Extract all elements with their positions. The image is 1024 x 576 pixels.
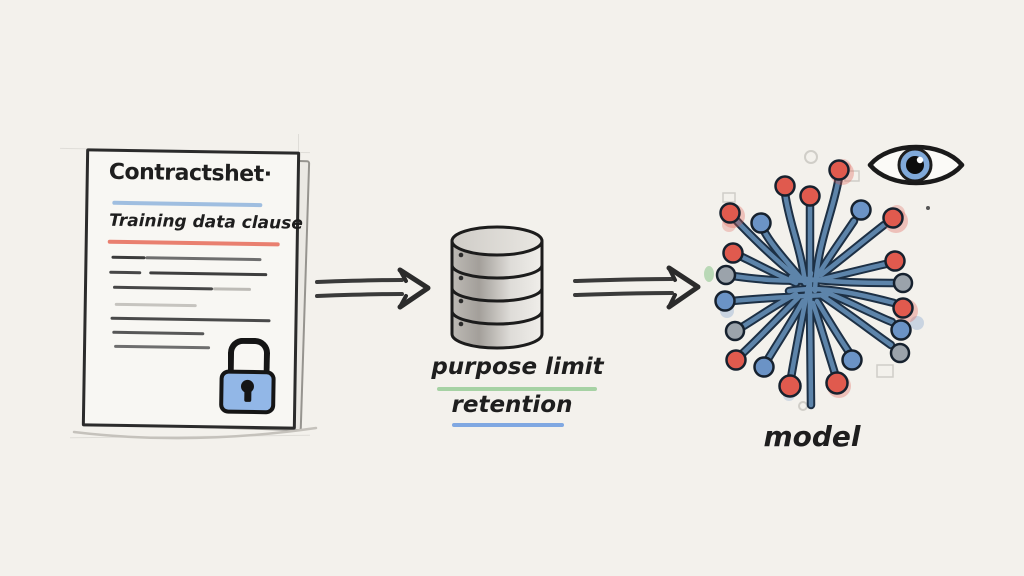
arrow-right-icon [315, 267, 431, 310]
contract-shadow [72, 426, 318, 440]
arrow-right-icon [573, 265, 701, 310]
redacted-text-line [110, 316, 271, 323]
model-caption: model [763, 420, 861, 453]
clause-underline [107, 239, 280, 247]
redacted-text-line [114, 302, 197, 308]
redacted-text-line [109, 270, 142, 275]
ink-dot [926, 206, 930, 210]
lock-shackle [227, 337, 271, 373]
redacted-text-line [112, 330, 205, 336]
datastore-caption-line1: purpose limit [431, 354, 604, 380]
contract-document: Contractshet· Training data clause [81, 148, 304, 430]
title-underline [112, 200, 263, 207]
lock-keyhole [240, 379, 255, 394]
redacted-text-line [114, 344, 211, 350]
circuit-chip-icon [704, 150, 924, 411]
redacted-text-line [145, 256, 262, 262]
circuit-nodes [714, 159, 914, 398]
sketch-guide-line [298, 134, 299, 160]
redacted-text-line [212, 287, 252, 292]
contract-title: Contractshet· [108, 159, 272, 188]
lock-body [219, 369, 276, 415]
retention-underline [452, 423, 564, 427]
redacted-text-line [111, 255, 146, 260]
lock-icon [219, 337, 278, 415]
redacted-text-line [112, 285, 214, 291]
database-icon [450, 225, 544, 350]
contract-clause-heading: Training data clause [108, 210, 304, 234]
datastore-caption-line2: retention [451, 392, 573, 418]
purpose-limit-underline [437, 387, 597, 391]
eye-icon [867, 144, 965, 186]
redacted-text-line [149, 271, 268, 277]
